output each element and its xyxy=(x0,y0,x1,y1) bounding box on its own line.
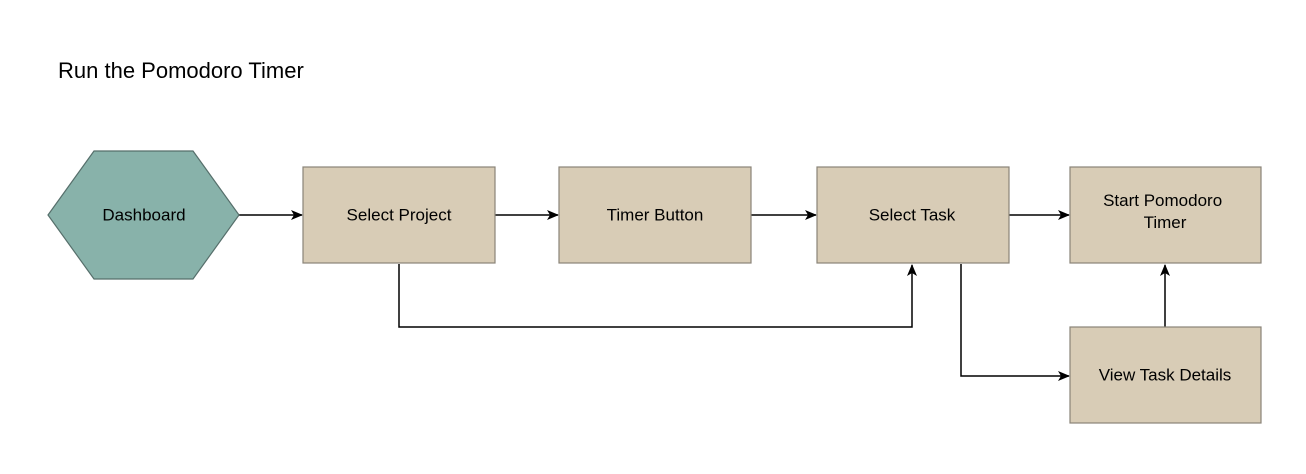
start-pomodoro-timer-label-line-2: Timer xyxy=(1144,213,1187,232)
timer-button-box xyxy=(558,166,752,264)
node-select-project[interactable]: Select Project xyxy=(302,166,496,264)
select-task-label: Select Task xyxy=(869,205,956,224)
timer-button-label: Timer Button xyxy=(607,205,704,224)
select-task-box xyxy=(816,166,1010,264)
select-project-box xyxy=(302,166,496,264)
node-dashboard[interactable]: Dashboard xyxy=(47,150,240,280)
diagram-title: Run the Pomodoro Timer xyxy=(58,58,304,83)
start-pomodoro-timer-label: Start Pomodoro Timer xyxy=(1103,191,1227,232)
view-task-details-label: View Task Details xyxy=(1099,365,1232,384)
select-project-label: Select Project xyxy=(347,205,452,224)
dashboard-label: Dashboard xyxy=(102,205,185,224)
node-timer-button[interactable]: Timer Button xyxy=(558,166,752,264)
edge-select-task-to-view-task-details xyxy=(960,264,1070,381)
edge-select-project-to-select-task xyxy=(398,264,917,328)
edges xyxy=(239,210,1170,381)
node-view-task-details[interactable]: View Task Details xyxy=(1069,326,1262,424)
start-pomodoro-timer-label-line-1: Start Pomodoro xyxy=(1103,191,1222,210)
node-start-pomodoro-timer[interactable]: Start Pomodoro Timer xyxy=(1069,166,1262,264)
dashboard-hexagon-shape xyxy=(47,150,240,280)
node-select-task[interactable]: Select Task xyxy=(816,166,1010,264)
start-pomodoro-timer-box xyxy=(1069,166,1262,264)
view-task-details-box xyxy=(1069,326,1262,424)
